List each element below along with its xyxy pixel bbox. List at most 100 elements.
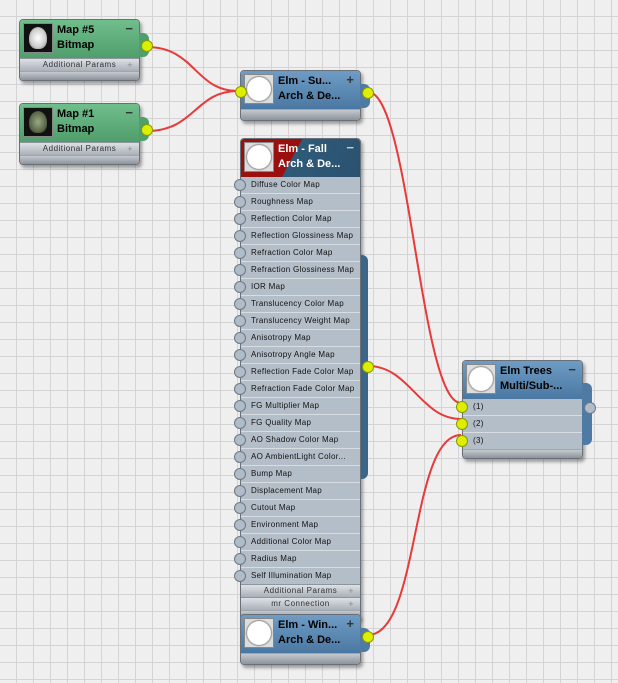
output-socket[interactable] [141, 124, 153, 136]
node-title: Map #1 [57, 108, 95, 120]
slot-radius-map[interactable]: Radius Map [234, 551, 360, 568]
slot-list: (1) (2) (3) [456, 399, 582, 449]
input-socket[interactable] [234, 502, 246, 514]
input-socket[interactable] [234, 519, 246, 531]
input-socket[interactable] [234, 553, 246, 565]
input-socket[interactable] [234, 349, 246, 361]
resize-handle[interactable] [463, 449, 582, 458]
output-socket[interactable] [362, 87, 374, 99]
node-elm-summer[interactable]: Elm - Su... Arch & De... + [235, 70, 374, 121]
additional-params-rollout[interactable]: Additional Params+ [20, 142, 139, 155]
expand-icon[interactable]: + [127, 60, 133, 70]
collapse-button[interactable]: − [125, 105, 133, 120]
wire-elm-fall-to-slot2 [367, 365, 462, 420]
slot-anisotropy-angle-map[interactable]: Anisotropy Angle Map [234, 347, 360, 364]
input-socket[interactable] [234, 281, 246, 293]
slot-additional-color-map[interactable]: Additional Color Map [234, 534, 360, 551]
node-map1[interactable]: Map #1 Bitmap − Additional Params+ [19, 103, 153, 165]
output-socket[interactable] [584, 402, 596, 414]
slot-displacement-map[interactable]: Displacement Map [234, 483, 360, 500]
tree-thumbnail-icon [23, 107, 53, 137]
input-socket[interactable] [234, 536, 246, 548]
expand-icon[interactable]: + [348, 599, 354, 609]
input-socket[interactable] [234, 366, 246, 378]
input-socket[interactable] [234, 485, 246, 497]
input-socket[interactable] [234, 213, 246, 225]
input-socket[interactable] [234, 264, 246, 276]
expand-icon[interactable]: + [127, 144, 133, 154]
additional-params-rollout[interactable]: Additional Params+ [20, 58, 139, 71]
input-socket[interactable] [234, 230, 246, 242]
wire-elm-win-to-slot3 [367, 434, 462, 636]
slot-reflection-glossiness-map[interactable]: Reflection Glossiness Map [234, 228, 360, 245]
slot-fg-quality-map[interactable]: FG Quality Map [234, 415, 360, 432]
slot-translucency-weight-map[interactable]: Translucency Weight Map [234, 313, 360, 330]
input-socket[interactable] [235, 86, 247, 98]
input-socket[interactable] [234, 315, 246, 327]
node-elm-winter[interactable]: Elm - Win...Arch & De... + [240, 614, 374, 665]
slot-refraction-fade-color-map[interactable]: Refraction Fade Color Map [234, 381, 360, 398]
collapse-button[interactable]: − [125, 21, 133, 36]
input-socket[interactable] [234, 196, 246, 208]
slot-environment-map[interactable]: Environment Map [234, 517, 360, 534]
input-socket[interactable] [234, 400, 246, 412]
node-subtitle: Arch & De... [278, 90, 341, 102]
expand-button[interactable]: + [346, 616, 354, 631]
additional-params-rollout[interactable]: Additional Params+ [241, 584, 360, 597]
resize-handle[interactable] [20, 155, 139, 164]
slot-bump-map[interactable]: Bump Map [234, 466, 360, 483]
slot-diffuse-color-map[interactable]: Diffuse Color Map [234, 177, 360, 194]
input-socket[interactable] [234, 383, 246, 395]
input-socket[interactable] [234, 417, 246, 429]
input-socket[interactable] [234, 179, 246, 191]
slot-roughness-map[interactable]: Roughness Map [234, 194, 360, 211]
input-socket[interactable] [456, 435, 468, 447]
resize-handle[interactable] [241, 653, 360, 664]
resize-handle[interactable] [241, 109, 360, 120]
node-title: Map #5 [57, 24, 95, 36]
input-socket[interactable] [234, 332, 246, 344]
output-socket[interactable] [362, 361, 374, 373]
slot-refraction-glossiness-map[interactable]: Refraction Glossiness Map [234, 262, 360, 279]
sub-material-slot-3[interactable]: (3) [456, 433, 582, 449]
slot-fg-multiplier-map[interactable]: FG Multiplier Map [234, 398, 360, 415]
input-socket[interactable] [234, 468, 246, 480]
input-socket[interactable] [234, 298, 246, 310]
input-socket[interactable] [234, 570, 246, 582]
slot-list: Diffuse Color Map Roughness Map Reflecti… [234, 177, 360, 584]
slot-ao-shadow-color-map[interactable]: AO Shadow Color Map [234, 432, 360, 449]
slot-ao-ambientlight-color[interactable]: AO AmbientLight Color... [234, 449, 360, 466]
slot-ior-map[interactable]: IOR Map [234, 279, 360, 296]
output-socket[interactable] [141, 40, 153, 52]
collapse-button[interactable]: − [568, 362, 576, 377]
input-socket[interactable] [456, 401, 468, 413]
node-subtitle: Arch & De... [278, 634, 341, 646]
slot-refraction-color-map[interactable]: Refraction Color Map [234, 245, 360, 262]
resize-handle[interactable] [20, 71, 139, 80]
output-socket[interactable] [362, 631, 374, 643]
slot-self-illumination-map[interactable]: Self Illumination Map [234, 568, 360, 584]
slot-anisotropy-map[interactable]: Anisotropy Map [234, 330, 360, 347]
input-socket[interactable] [456, 418, 468, 430]
node-title: Elm Trees [500, 365, 552, 377]
slot-reflection-color-map[interactable]: Reflection Color Map [234, 211, 360, 228]
slot-reflection-fade-color-map[interactable]: Reflection Fade Color Map [234, 364, 360, 381]
sub-material-slot-2[interactable]: (2) [456, 416, 582, 433]
node-subtitle: Arch & De... [278, 158, 341, 170]
material-thumbnail-icon [244, 618, 274, 648]
expand-button[interactable]: + [346, 72, 354, 87]
expand-icon[interactable]: + [348, 586, 354, 596]
input-socket[interactable] [234, 434, 246, 446]
collapse-button[interactable]: − [346, 140, 354, 155]
slot-cutout-map[interactable]: Cutout Map [234, 500, 360, 517]
slot-translucency-color-map[interactable]: Translucency Color Map [234, 296, 360, 313]
node-title: Elm - Su... [278, 75, 332, 87]
input-socket[interactable] [234, 451, 246, 463]
input-socket[interactable] [234, 247, 246, 259]
sub-material-slot-1[interactable]: (1) [456, 399, 582, 416]
mr-connection-rollout[interactable]: mr Connection+ [241, 597, 360, 610]
node-subtitle: Bitmap [57, 123, 95, 135]
